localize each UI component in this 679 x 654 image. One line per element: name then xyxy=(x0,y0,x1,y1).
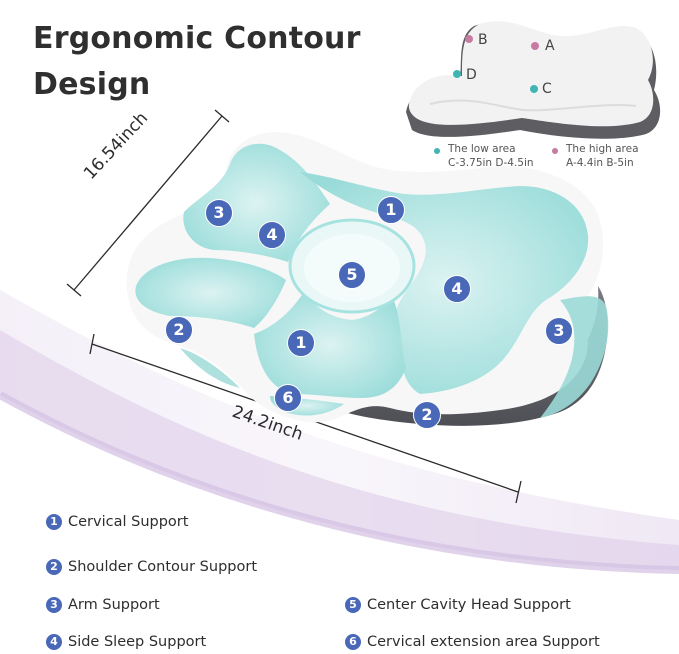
legend-item-2-number: 2 xyxy=(46,559,62,575)
legend-item-4-number: 4 xyxy=(46,634,62,650)
legend-high-detail: A-4.4in B-5in xyxy=(566,157,634,169)
legend-item-2: 2 Shoulder Contour Support xyxy=(46,559,257,575)
legend-item-4: 4 Side Sleep Support xyxy=(46,634,206,650)
inset-pin-a-label: A xyxy=(545,38,555,54)
inset-pin-a xyxy=(531,42,539,50)
inset-legend-high: The high area A-4.4in B-5in xyxy=(552,142,639,170)
badge-arm-right: 3 xyxy=(545,317,573,345)
legend-item-1-label: Cervical Support xyxy=(68,514,189,530)
legend-low-detail: C-3.75in D-4.5in xyxy=(448,157,534,169)
legend-item-3-number: 3 xyxy=(46,597,62,613)
legend-high-title: The high area xyxy=(566,143,639,155)
legend-item-6-number: 6 xyxy=(345,634,361,650)
inset-pin-d-label: D xyxy=(466,67,477,83)
inset-legend-low: The low area C-3.75in D-4.5in xyxy=(434,142,534,170)
inset-pin-b-label: B xyxy=(478,32,488,48)
badge-cervical-top: 1 xyxy=(377,196,405,224)
badge-side-sleep-left: 4 xyxy=(258,221,286,249)
inset-pillow-image xyxy=(406,21,661,139)
legend-item-6: 6 Cervical extension area Support xyxy=(345,634,600,650)
legend-item-5: 5 Center Cavity Head Support xyxy=(345,597,571,613)
badge-cervical-extension: 6 xyxy=(274,384,302,412)
badge-shoulder-right: 2 xyxy=(413,401,441,429)
page-title: Ergonomic Contour Design xyxy=(33,21,361,102)
badge-arm-left: 3 xyxy=(205,199,233,227)
legend-item-1-number: 1 xyxy=(46,514,62,530)
badge-shoulder-left: 2 xyxy=(165,316,193,344)
legend-item-5-number: 5 xyxy=(345,597,361,613)
legend-item-1: 1 Cervical Support xyxy=(46,514,188,530)
badge-center-cavity: 5 xyxy=(338,261,366,289)
badge-cervical-front: 1 xyxy=(287,329,315,357)
legend-high-dot xyxy=(552,148,558,154)
legend-item-4-label: Side Sleep Support xyxy=(68,634,207,650)
legend-item-3: 3 Arm Support xyxy=(46,597,160,613)
inset-pin-c-label: C xyxy=(542,81,552,97)
legend-item-6-label: Cervical extension area Support xyxy=(367,634,600,650)
legend-item-2-label: Shoulder Contour Support xyxy=(68,559,258,575)
badge-side-sleep-right: 4 xyxy=(443,275,471,303)
inset-pin-d xyxy=(453,70,461,78)
inset-pin-c xyxy=(530,85,538,93)
legend-item-5-label: Center Cavity Head Support xyxy=(367,597,571,613)
legend-item-3-label: Arm Support xyxy=(68,597,160,613)
legend-low-title: The low area xyxy=(448,143,516,155)
inset-pin-b xyxy=(465,35,473,43)
legend-low-dot xyxy=(434,148,440,154)
